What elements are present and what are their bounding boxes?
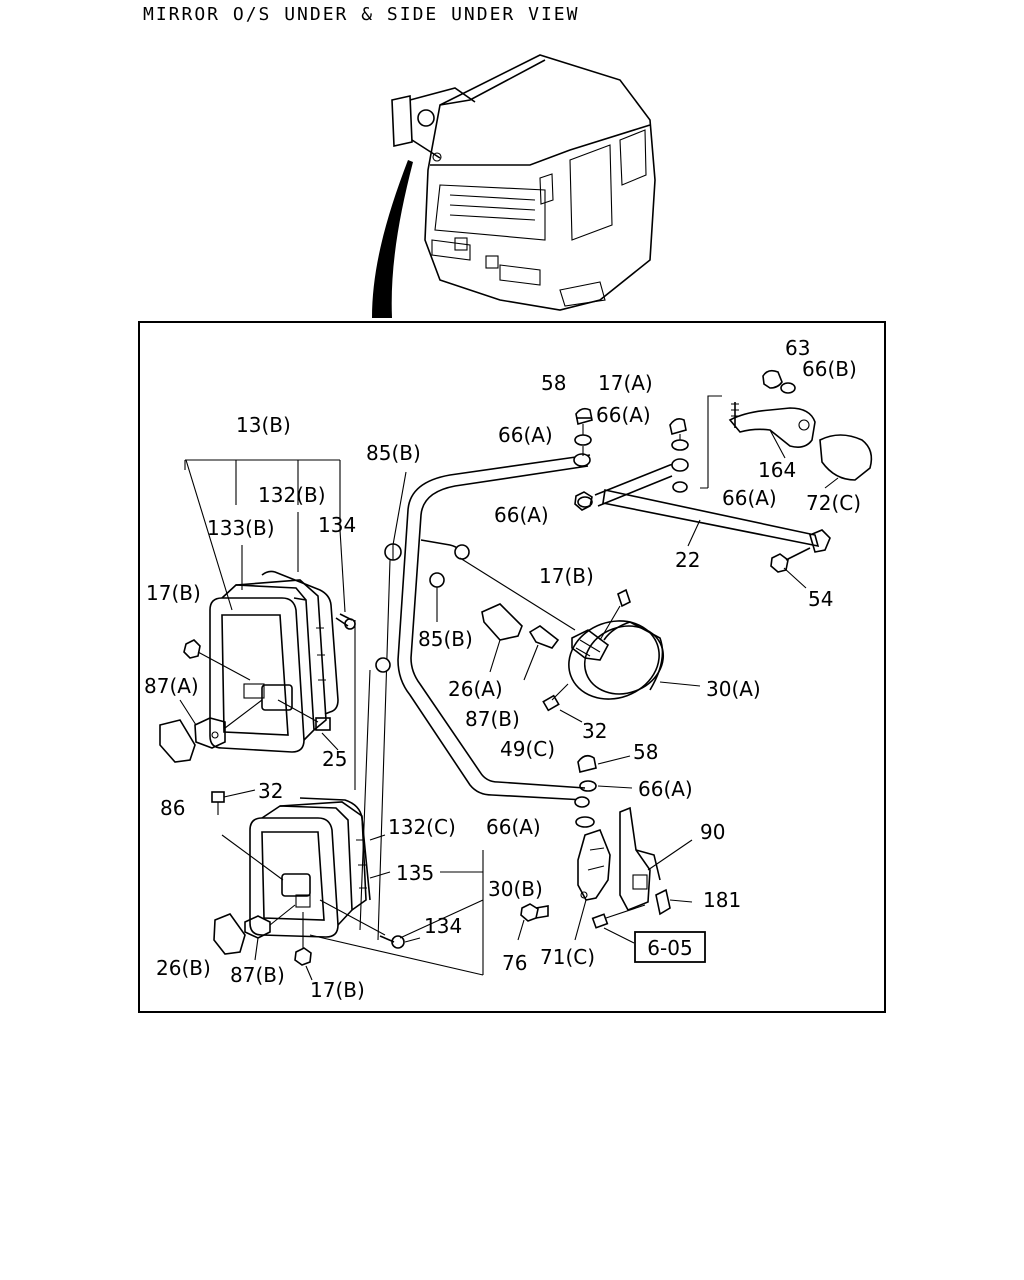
washer-66a-1 [574,434,592,446]
label-32-upper: 32 [582,719,607,743]
washer-66b [780,382,796,394]
bolt-54 [770,547,811,589]
detail-leader [372,160,413,318]
label-17b-upper: 17(B) [146,581,201,605]
stay-22 [577,458,831,553]
detail-frame [138,321,886,1013]
bracket-71c [574,829,611,941]
label-63: 63 [785,336,810,360]
nut-66a-4 [574,491,593,511]
label-25: 25 [322,747,347,771]
reference-box [634,931,706,963]
washer-66a-3 [672,481,688,493]
bolt-134-upper [335,613,356,630]
lower-mirror-assembly [249,797,371,938]
label-26b: 26(B) [156,956,211,980]
label-58-lower: 58 [633,740,658,764]
label-71c: 71(C) [540,945,595,969]
screw-32-lower [211,789,284,881]
nut-17b-lower [294,912,313,981]
label-85b-lower: 85(B) [418,627,473,651]
bolt-76 [517,903,549,941]
label-135: 135 [396,861,434,885]
washer-66a-6 [575,816,595,828]
nut-58-upper [575,407,593,426]
truck-cab-illustration [391,54,656,311]
part-labels: 63 66(B) 58 17(A) 66(A) 66(A) 13(B) 85(B… [144,336,861,1002]
label-22: 22 [675,548,700,572]
label-32-lower: 32 [258,779,283,803]
label-164: 164 [758,458,796,482]
label-86: 86 [160,796,185,820]
bolt-134-lower [319,899,421,949]
label-58-upper: 58 [541,371,566,395]
label-72c: 72(C) [806,491,861,515]
label-49c: 49(C) [500,737,555,761]
label-133b: 133(B) [207,516,275,540]
bracket-90 [619,806,693,912]
label-87a: 87(A) [144,674,199,698]
label-66a-2: 66(A) [498,423,553,447]
label-17a: 17(A) [598,371,653,395]
label-66a-5: 66(A) [638,777,693,801]
label-87b-lower: 87(B) [230,963,285,987]
nut-17b-upper [183,639,251,681]
clip-87b-lower [244,904,296,961]
label-54: 54 [808,587,833,611]
label-132b: 132(B) [258,483,326,507]
label-85b-upper: 85(B) [366,441,421,465]
label-66a-6: 66(A) [486,815,541,839]
cap-26b [213,913,246,955]
label-30b: 30(B) [488,877,543,901]
label-66a-3: 66(A) [722,486,777,510]
label-132c: 132(C) [388,815,456,839]
label-30a: 30(A) [706,677,761,701]
cap-86 [159,719,196,763]
washer-66a-5 [579,780,597,792]
arm-164 [700,395,816,489]
label-66a-1: 66(A) [596,403,651,427]
reference-box-label: 6-05 [647,936,692,960]
label-76: 76 [502,951,527,975]
screw-32-upper [542,683,583,723]
washer-66a-2 [671,439,689,451]
label-13b: 13(B) [236,413,291,437]
clip-181 [655,888,671,916]
label-66a-4: 66(A) [494,503,549,527]
label-17b-mid: 17(B) [539,564,594,588]
clip-87b-upper [459,557,610,681]
diagram-title: MIRROR O/S UNDER & SIDE UNDER VIEW [143,4,580,25]
label-66b: 66(B) [802,357,857,381]
label-17b-lower: 17(B) [310,978,365,1002]
label-181: 181 [703,888,741,912]
nut-58-lower [577,754,597,773]
grommet-85b-upper [384,471,407,561]
under-mirror-30a [568,620,701,700]
label-134-lower: 134 [424,914,462,938]
nut-63 [762,369,783,389]
label-26a: 26(A) [448,677,503,701]
cap-26a [481,603,523,641]
cover-72c [819,434,873,481]
stay-49c [375,453,591,808]
label-87b-upper: 87(B) [465,707,520,731]
screw-25 [277,699,339,751]
clamp-87a [179,699,263,749]
screw-6-05 [591,913,609,929]
label-134-upper: 134 [318,513,356,537]
nut-17a [669,418,687,436]
nut-17b-mid [599,588,631,641]
grommet-85b-lower [429,572,445,622]
label-90: 90 [700,820,725,844]
